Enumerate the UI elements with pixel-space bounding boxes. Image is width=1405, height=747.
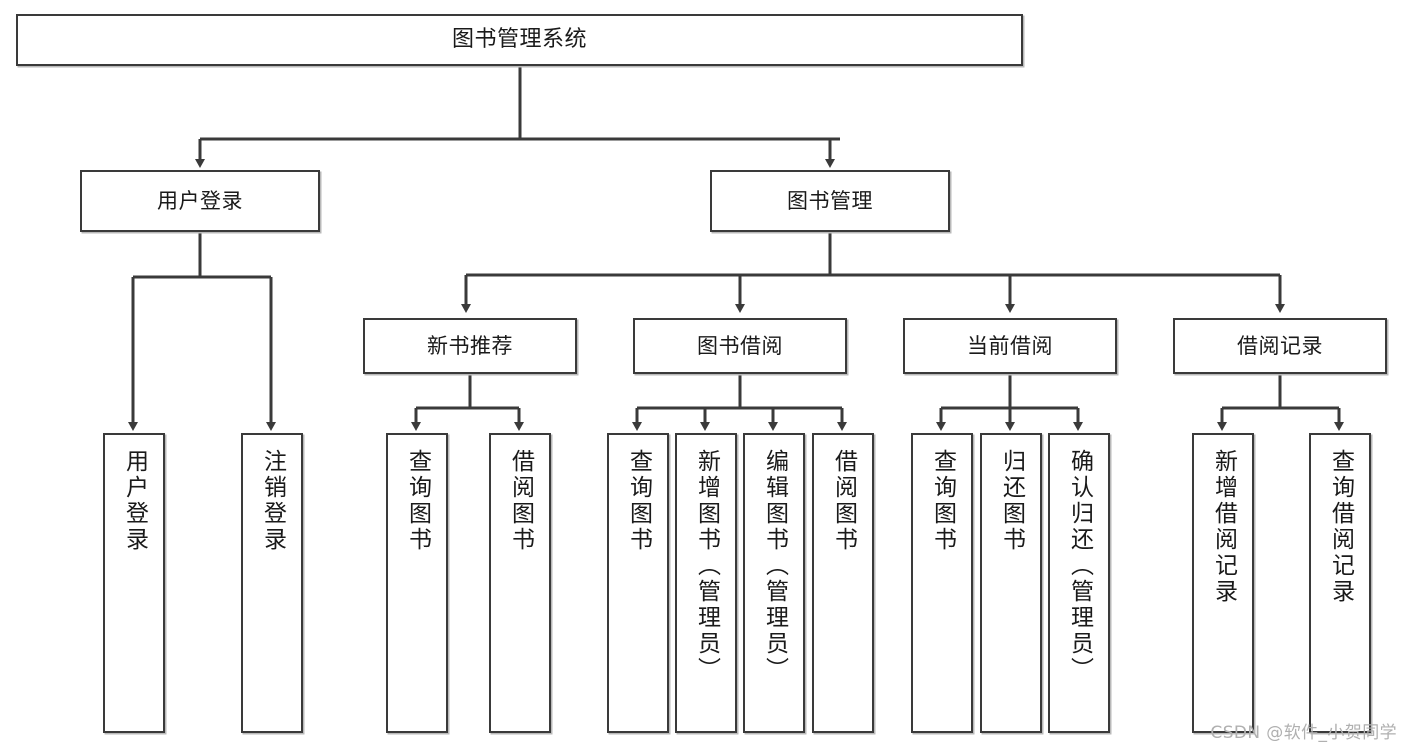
node-label: 新增借阅记录 <box>1210 449 1237 605</box>
leaf-return-book[interactable]: 归还图书 <box>980 433 1042 733</box>
leaf-add-borrow-record[interactable]: 新增借阅记录 <box>1192 433 1254 733</box>
leaf-query-book-new-recommendation[interactable]: 查询图书 <box>386 433 448 733</box>
node-label: 图书借阅 <box>697 333 783 358</box>
node-label: 查询图书 <box>929 449 956 553</box>
node-label: 新书推荐 <box>427 333 513 358</box>
node-label: 编辑图书（管理员） <box>761 449 788 683</box>
node-user-login[interactable]: 用户登录 <box>80 170 320 232</box>
leaf-borrow-book[interactable]: 借阅图书 <box>812 433 874 733</box>
node-label: 图书管理系统 <box>451 27 587 53</box>
node-book-management[interactable]: 图书管理 <box>710 170 950 232</box>
node-new-book-recommendation[interactable]: 新书推荐 <box>363 318 577 374</box>
node-book-borrow[interactable]: 图书借阅 <box>633 318 847 374</box>
node-label: 查询图书 <box>625 449 652 553</box>
leaf-add-book-admin[interactable]: 新增图书（管理员） <box>675 433 737 733</box>
leaf-query-book-current[interactable]: 查询图书 <box>911 433 973 733</box>
leaf-user-login[interactable]: 用户登录 <box>103 433 165 733</box>
node-label: 注销登录 <box>259 449 286 553</box>
node-label: 查询借阅记录 <box>1327 449 1354 605</box>
node-borrow-record[interactable]: 借阅记录 <box>1173 318 1387 374</box>
node-label: 借阅图书 <box>830 449 857 553</box>
node-label: 借阅记录 <box>1237 333 1323 358</box>
leaf-confirm-return-admin[interactable]: 确认归还（管理员） <box>1048 433 1110 733</box>
leaf-borrow-book-new-recommendation[interactable]: 借阅图书 <box>489 433 551 733</box>
leaf-user-logout[interactable]: 注销登录 <box>241 433 303 733</box>
node-label: 确认归还（管理员） <box>1066 449 1093 683</box>
node-label: 借阅图书 <box>507 449 534 553</box>
node-label: 用户登录 <box>121 449 148 553</box>
node-label: 新增图书（管理员） <box>693 449 720 683</box>
watermark-text: CSDN @软件_小贺同学 <box>1210 723 1397 743</box>
node-book-management-system[interactable]: 图书管理系统 <box>16 14 1023 66</box>
leaf-query-book-borrow[interactable]: 查询图书 <box>607 433 669 733</box>
node-label: 图书管理 <box>787 188 873 213</box>
node-label: 归还图书 <box>998 449 1025 553</box>
node-label: 查询图书 <box>404 449 431 553</box>
node-current-borrow[interactable]: 当前借阅 <box>903 318 1117 374</box>
node-label: 用户登录 <box>157 188 243 213</box>
node-label: 当前借阅 <box>967 333 1053 358</box>
leaf-edit-book-admin[interactable]: 编辑图书（管理员） <box>743 433 805 733</box>
leaf-query-borrow-record[interactable]: 查询借阅记录 <box>1309 433 1371 733</box>
